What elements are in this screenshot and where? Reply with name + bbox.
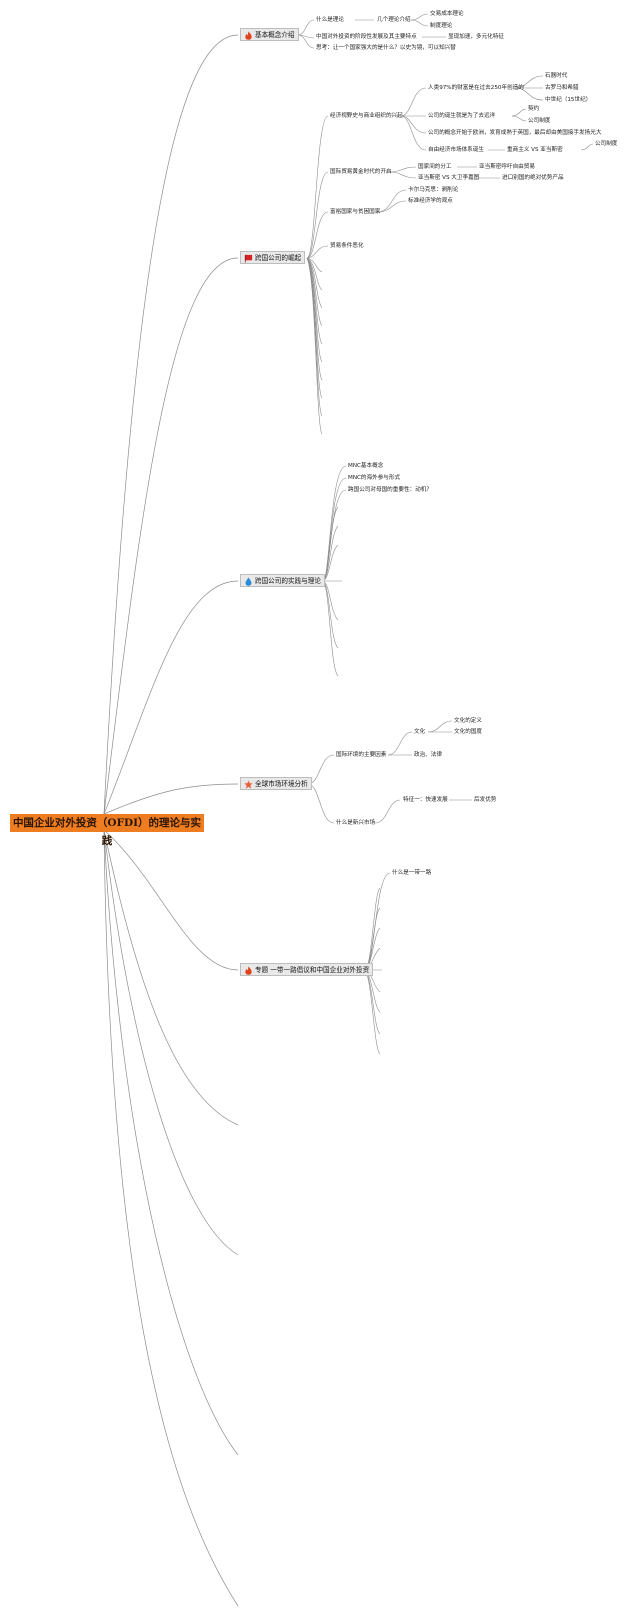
node-intl-env-factors[interactable]: 国际环境的主要因素 [336,752,387,758]
node-what-is-theory[interactable]: 什么是理论 [316,17,344,23]
node-contract[interactable]: 契约 [528,106,540,112]
node-economic-history[interactable]: 经济视野史与商业组织的兴起 [330,113,403,119]
star-icon [244,780,253,789]
node-mercantilism-vs-smith[interactable]: 重商主义 VS 亚当斯密 [507,147,563,153]
node-culture-definition[interactable]: 文化的定义 [454,718,482,724]
node-standard-economics[interactable]: 标准经济学的观点 [408,198,453,204]
topic-global-market[interactable]: 全球市场环境分析 [240,777,312,790]
node-mnc-motive[interactable]: 跨国公司对母国的重要性：动机？ [348,487,432,493]
topic-belt-and-road[interactable]: 专题 一带一路倡议和中国企业对外投资 [240,963,374,976]
topic-mnc-rise[interactable]: 跨国公司的崛起 [240,251,306,264]
node-terms-of-trade[interactable]: 贸易条件恶化 [330,243,364,249]
node-free-market[interactable]: 自由经济市场体系诞生 [428,147,484,153]
node-rome-greece[interactable]: 古罗马和希腊 [545,85,579,91]
node-mnc-concept[interactable]: MNC基本概念 [348,463,384,469]
topic-label: 全球市场环境分析 [255,780,308,788]
node-corp-system[interactable]: 公司制度 [595,141,618,147]
node-smith-vs-ricardo[interactable]: 亚当斯密 VS 大卫李嘉图 [418,175,480,181]
node-politics-law[interactable]: 政治、法律 [414,752,442,758]
node-company-born[interactable]: 公司的诞生就是为了去远洋 [428,113,496,119]
node-culture[interactable]: 文化 [414,729,426,735]
topic-label: 专题 一带一路倡议和中国企业对外投资 [255,966,370,974]
node-feature-rapid[interactable]: 特征一：快速发展 [403,797,448,803]
node-marx[interactable]: 卡尔马克思：剥削论 [408,187,459,193]
node-mnc-forms[interactable]: MNC的海外参与形式 [348,475,401,481]
water-drop-icon [245,577,252,586]
node-smith-free-trade[interactable]: 亚当斯密呼吁自由贸易 [479,164,535,170]
flag-icon [244,254,253,263]
node-company-concept[interactable]: 公司的概念开始于欧洲，发育成熟于英国，最后却由美国接手发扬光大 [428,130,602,136]
node-97-percent[interactable]: 人类97%的财富是在过去250年创造的 [428,85,524,91]
node-transaction-cost[interactable]: 交易成本理论 [430,11,464,17]
node-company-system[interactable]: 公司制度 [528,118,551,124]
node-institutional-theory[interactable]: 制度理论 [430,23,453,29]
node-rich-poor[interactable]: 富裕国家与贫困国家 [330,209,381,215]
root-topic[interactable]: 中国企业对外投资（OFDI）的理论与实践 [10,814,204,847]
node-stone-age[interactable]: 石器时代 [545,73,568,79]
node-emerging-market[interactable]: 什么是新兴市场 [336,820,376,826]
node-china-ofdi-stages[interactable]: 中国对外投资的阶段性发展及其主要特点 [316,34,417,40]
topic-mnc-practice-theory[interactable]: 跨国公司的实践与理论 [240,574,325,587]
node-culture-country[interactable]: 文化的国度 [454,729,482,735]
node-think-question[interactable]: 思考：让一个国家强大的是什么？以史为镜，可以知兴替 [316,45,456,51]
node-what-is-bri[interactable]: 什么是一带一路 [392,870,432,876]
topic-label: 跨国公司的崛起 [255,254,302,262]
node-trade-golden-age[interactable]: 国际贸易黄金时代的开启 [330,169,392,175]
topic-label: 跨国公司的实践与理论 [255,577,321,585]
fire-icon [245,966,252,975]
fire-icon [245,31,252,40]
topic-basic-concepts[interactable]: 基本概念介绍 [240,28,299,41]
topic-label: 基本概念介绍 [255,31,295,39]
node-middle-ages[interactable]: 中世纪（15世纪） [545,97,592,103]
node-several-theories[interactable]: 几个理论介绍 [377,17,411,23]
node-division-of-labor[interactable]: 国家间的分工 [418,164,452,170]
node-late-advantage[interactable]: 后发优势 [474,797,497,803]
node-import-advantage[interactable]: 进口别国的绝对优势产品 [502,175,564,181]
node-china-features[interactable]: 显现加速，多元化特征 [448,34,504,40]
